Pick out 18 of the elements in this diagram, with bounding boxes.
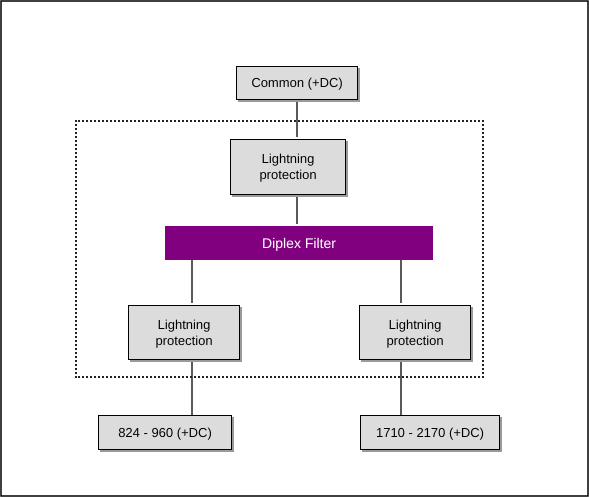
component-box (128, 305, 240, 360)
component-box (359, 305, 471, 360)
component-box (98, 415, 232, 450)
connector-line (296, 100, 298, 137)
component-box (230, 139, 346, 195)
box-label: Lightning protection (385, 316, 445, 348)
box-label: 824 - 960 (+DC) (117, 424, 213, 440)
box-label: Lightning protection (154, 316, 214, 348)
component-box (360, 415, 500, 450)
dotted-boundary (75, 120, 484, 378)
connector-line (191, 258, 193, 303)
box-label: Common (+DC) (250, 75, 344, 91)
component-box (236, 66, 358, 100)
filter-bar (165, 226, 433, 260)
box-label: Diplex Filter (261, 235, 337, 251)
box-label: 1710 - 2170 (+DC) (374, 424, 486, 440)
box-label: Lightning protection (258, 151, 318, 183)
connector-line (400, 258, 402, 303)
